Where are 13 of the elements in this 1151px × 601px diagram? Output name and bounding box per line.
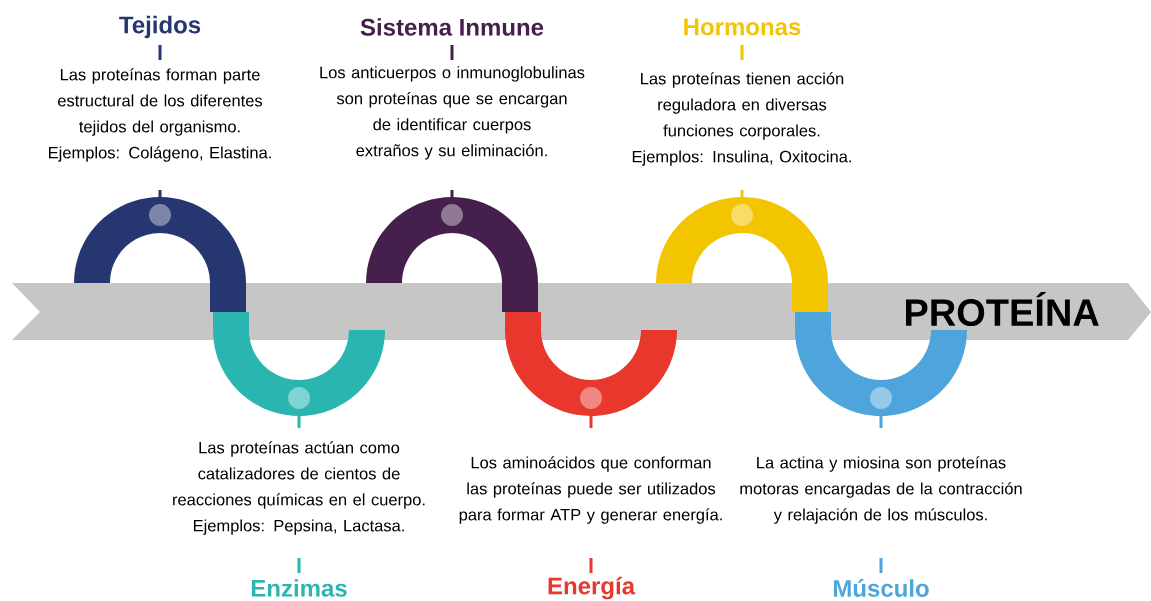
category-heading: Músculo	[833, 579, 929, 597]
description-text: La actina y miosina son proteínas motoras encargadas de la contracción y relajación de los músculos.	[740, 456, 1022, 524]
category-heading: Enzimas	[251, 579, 347, 597]
description-text: Las proteínas tienen acción reguladora en diversas funciones corporales. Ejemplos: Insulina, Oxitocina.	[632, 72, 851, 166]
description-text: Los aminoácidos que conforman las proteínas puede ser utilizados para formar ATP y generar energía.	[459, 456, 722, 524]
description-text: Los anticuerpos o inmunoglobulinas son proteínas que se encargan de identificar cuerpos extraños y su eliminación.	[320, 66, 585, 160]
description-text: Las proteínas forman parte estructural de los diferentes tejidos del organismo. Ejemplos: Colágeno, Elastina.	[49, 68, 271, 162]
category-heading: Energía	[548, 576, 636, 600]
description-text: Las proteínas actúan como catalizadores de cientos de reacciones químicas en el cuerpo. Ejemplos: Pepsina, Lactasa.	[173, 441, 425, 535]
category-heading: Tejidos	[119, 15, 201, 39]
arrow-label: PROTEÍNA	[906, 291, 1099, 326]
category-heading: Sistema Inmune	[360, 18, 544, 36]
category-heading: Hormonas	[684, 18, 801, 36]
